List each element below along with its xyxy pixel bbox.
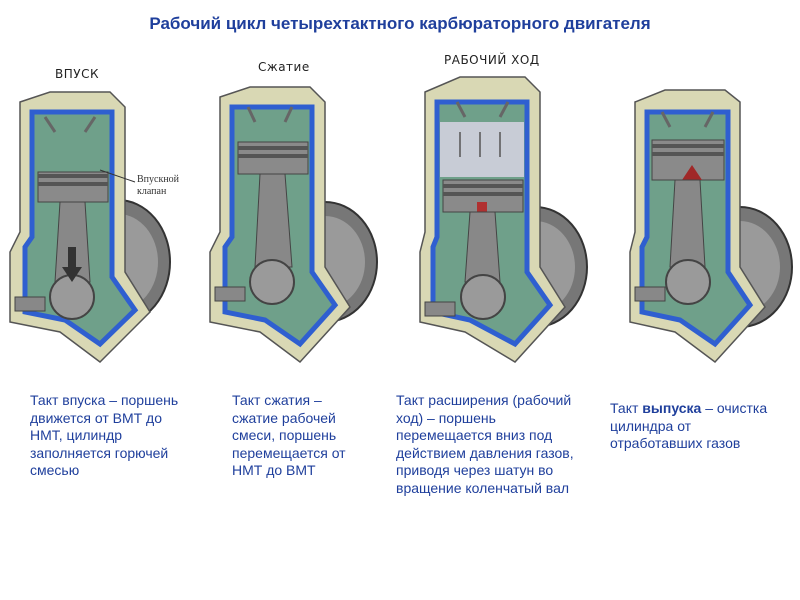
engine-power-illustration (419, 76, 588, 363)
stage-desc-intake: Такт впуска – поршень движется от ВМТ до… (30, 392, 179, 478)
page-title: Рабочий цикл четырехтактного карбюраторн… (149, 14, 651, 33)
stage-desc-exhaust-post: – очистка цилиндра от отработавших газов (610, 400, 768, 451)
stage-label-compression: Сжатие (258, 60, 310, 74)
stage-desc-exhaust: Такт выпуска – очистка цилиндра от отраб… (610, 400, 770, 453)
stage-desc-power: Такт расширения (рабочий ход) – поршень … (396, 392, 574, 496)
stage-desc-exhaust-pre: Такт (610, 400, 643, 416)
engine-exhaust-illustration (629, 89, 793, 364)
intake-valve-label: Впускной клапан (137, 174, 180, 197)
stage-desc-exhaust-bold: выпуска (642, 400, 702, 416)
engine-compression-illustration (209, 86, 378, 364)
stage-label-power: РАБОЧИЙ ХОД (444, 53, 540, 67)
stage-desc-compression: Такт сжатия – сжатие рабочей смеси, порш… (232, 392, 346, 478)
engine-intake-illustration (9, 91, 171, 363)
stage-label-intake: ВПУСК (55, 67, 99, 81)
